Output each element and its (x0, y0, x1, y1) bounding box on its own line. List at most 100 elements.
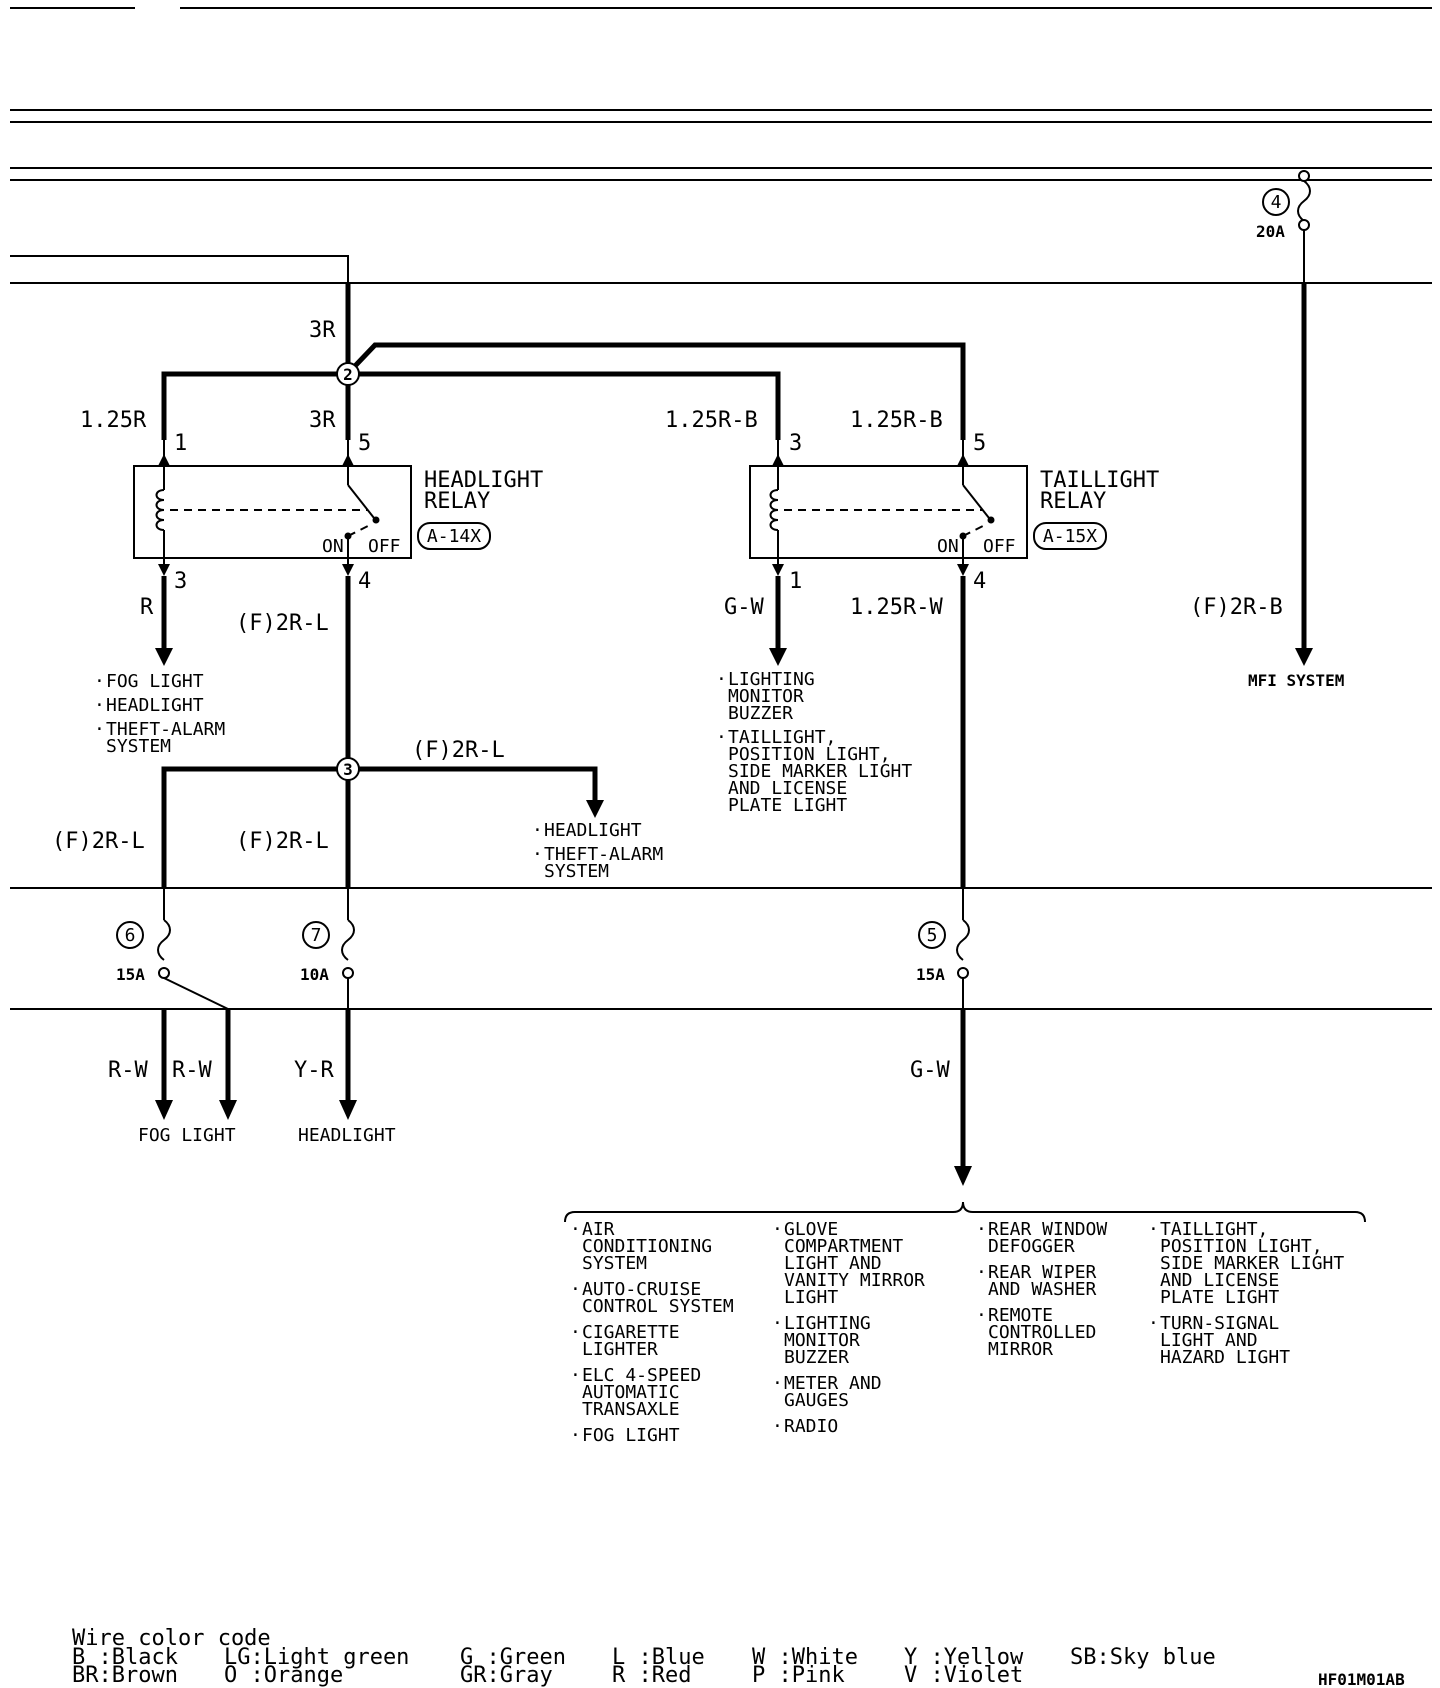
fuse-5-amp: 15A (916, 965, 945, 984)
dest-line: METER AND (784, 1373, 882, 1394)
dest-line: BUZZER (784, 1347, 849, 1368)
wire-label-j3-down: (F)2R-L (236, 829, 329, 854)
legend-entry: O :Orange (224, 1663, 343, 1688)
svg-text:·: · (772, 1373, 783, 1394)
dest-line: LIGHTING (784, 1313, 871, 1334)
dest-line: LIGHTER (582, 1339, 658, 1360)
wire-label-g-w: G-W (724, 595, 764, 620)
feed-wire: 3R (10, 255, 351, 364)
wire-label-1-25r-w: 1.25R-W (850, 595, 943, 620)
legend-entry: B :Black (72, 1645, 178, 1670)
dest-headlight: HEADLIGHT (106, 695, 204, 716)
wire-label-1-25r: 1.25R (80, 408, 147, 433)
pin-t1: 1 (789, 569, 802, 594)
legend-title: Wire color code (72, 1626, 271, 1651)
dest-line: AIR (582, 1219, 615, 1240)
legend-entry: LG:Light green (224, 1645, 409, 1670)
dest-line: REMOTE (988, 1305, 1053, 1326)
taillight-relay-title: TAILLIGHT (1040, 468, 1159, 493)
svg-text:·: · (976, 1262, 987, 1283)
dest-headlight: HEADLIGHT (298, 1125, 396, 1146)
dest-fog-light: FOG LIGHT (106, 671, 204, 692)
relay-off-label: OFF (368, 536, 401, 557)
dest-line: FOG LIGHT (582, 1425, 680, 1446)
wire-label-1-25r-b-left: 1.25R-B (665, 408, 758, 433)
junction-3: 3 (336, 757, 360, 781)
legend-entry: G :Green (460, 1645, 566, 1670)
dest-line: BUZZER (728, 703, 793, 724)
svg-text:·: · (772, 1416, 783, 1437)
bottom-destinations-col4: · TAILLIGHT, POSITION LIGHT, SIDE MARKER… (1148, 1219, 1344, 1368)
dest-line: CONTROLLED (988, 1322, 1096, 1343)
pin-t5: 5 (973, 431, 986, 456)
legend-entry: P :Pink (752, 1663, 845, 1688)
legend-entry: BR:Brown (72, 1663, 178, 1688)
fuse-6-number: 6 (125, 925, 136, 946)
dest-line: HAZARD LIGHT (1160, 1347, 1290, 1368)
dest-line: CONTROL SYSTEM (582, 1296, 734, 1317)
wire-label-f2r-l: (F)2R-L (236, 611, 329, 636)
bottom-destinations-col1: · AIR CONDITIONING SYSTEM · AUTO-CRUISE … (570, 1219, 734, 1446)
dest-mfi-system: MFI SYSTEM (1248, 671, 1344, 690)
dest-line: TAILLIGHT, (728, 727, 836, 748)
junction-2-wires (161, 342, 966, 440)
dest-fog-light: FOG LIGHT (138, 1125, 236, 1146)
legend-entry: L :Blue (612, 1645, 705, 1670)
headlight-relay-destinations: · FOG LIGHT · HEADLIGHT · THEFT-ALARM SY… (94, 671, 225, 757)
wire-label-3r-top: 3R (309, 318, 336, 343)
dest-line: SYSTEM (582, 1253, 647, 1274)
bottom-outputs: R-W R-W FOG LIGHT Y-R HEADLIGHT G-W (108, 977, 972, 1186)
taillight-relay-destinations: · LIGHTING MONITOR BUZZER · TAILLIGHT, P… (716, 669, 912, 816)
legend-entry: V :Violet (904, 1663, 1023, 1688)
dest-line: LIGHT AND (1160, 1330, 1258, 1351)
dest-line: LIGHT AND (784, 1253, 882, 1274)
dest-line: SIDE MARKER LIGHT (728, 761, 912, 782)
bus-lines (10, 7, 1432, 1010)
dest-system: SYSTEM (106, 736, 171, 757)
svg-text:·: · (94, 695, 105, 716)
dest-line: AUTOMATIC (582, 1382, 680, 1403)
fuse-7-number: 7 (311, 925, 322, 946)
headlight-relay-code: A-14X (427, 526, 481, 547)
dest-line: GLOVE (784, 1219, 838, 1240)
fuse-4-amp: 20A (1256, 222, 1285, 241)
dest-line: ELC 4-SPEED (582, 1365, 701, 1386)
wire-label-3r: 3R (309, 408, 336, 433)
dest-line: REAR WINDOW (988, 1219, 1107, 1240)
dest-theft-alarm: THEFT-ALARM (544, 844, 663, 865)
dest-line: PLATE LIGHT (728, 795, 847, 816)
relay-off-label: OFF (983, 536, 1016, 557)
svg-text:·: · (94, 671, 105, 692)
dest-line: AUTO-CRUISE (582, 1279, 701, 1300)
dest-line: POSITION LIGHT, (728, 744, 891, 765)
dest-line: TAILLIGHT, (1160, 1219, 1268, 1240)
dest-line: PLATE LIGHT (1160, 1287, 1279, 1308)
pin-h4: 4 (358, 569, 371, 594)
fuse-6: 6 15A (116, 888, 171, 984)
dest-line: GAUGES (784, 1390, 849, 1411)
svg-text:·: · (570, 1365, 581, 1386)
wire-color-legend: Wire color code B :Black LG:Light green … (72, 1626, 1216, 1688)
dest-line: CONDITIONING (582, 1236, 712, 1257)
figure-code: HF01M01AB (1318, 1670, 1405, 1688)
wire-label-1-25r-b-right: 1.25R-B (850, 408, 943, 433)
wire-label-y-r: Y-R (294, 1058, 334, 1083)
dest-line: VANITY MIRROR (784, 1270, 925, 1291)
svg-text:·: · (772, 1313, 783, 1334)
destination-bracket (564, 1201, 1366, 1223)
svg-text:·: · (570, 1425, 581, 1446)
wire-label-j3-right: (F)2R-L (412, 738, 505, 763)
svg-text:·: · (1148, 1219, 1159, 1240)
wire-label-r: R (140, 595, 154, 620)
dest-line: MONITOR (728, 686, 804, 707)
svg-text:·: · (570, 1279, 581, 1300)
svg-text:·: · (532, 820, 543, 841)
junction-2-label: 2 (343, 365, 353, 384)
pin-h3: 3 (174, 569, 187, 594)
headlight-relay-subtitle: RELAY (424, 489, 490, 514)
svg-text:·: · (716, 669, 727, 690)
bottom-destinations-col2: · GLOVE COMPARTMENT LIGHT AND VANITY MIR… (772, 1219, 925, 1437)
junction-3-label: 3 (343, 760, 353, 779)
dest-line: REAR WIPER (988, 1262, 1097, 1283)
